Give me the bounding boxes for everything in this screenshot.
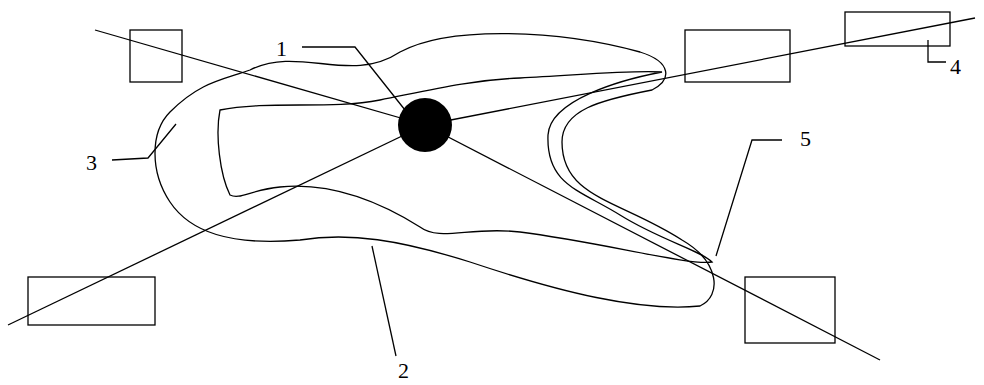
callout-number: 2 xyxy=(398,360,409,382)
ray-line xyxy=(8,125,425,325)
outer-outline xyxy=(155,34,714,307)
leader-line xyxy=(112,124,176,160)
callout-number: 4 xyxy=(950,56,961,78)
empty-box xyxy=(845,12,950,46)
empty-box xyxy=(685,30,790,82)
ray-line xyxy=(425,18,975,125)
inner-outline xyxy=(218,72,712,263)
ray-line xyxy=(95,30,425,125)
empty-box xyxy=(130,30,182,82)
empty-box xyxy=(28,277,155,325)
leader-line xyxy=(928,40,946,62)
callout-number: 3 xyxy=(86,152,97,174)
leader-line xyxy=(716,140,782,256)
leader-line xyxy=(302,47,405,110)
ray-line xyxy=(425,125,880,360)
empty-box xyxy=(745,277,835,343)
callout-number: 1 xyxy=(276,38,287,60)
leader-line xyxy=(372,246,396,356)
callout-number: 5 xyxy=(800,128,811,150)
center-dot xyxy=(398,98,452,152)
